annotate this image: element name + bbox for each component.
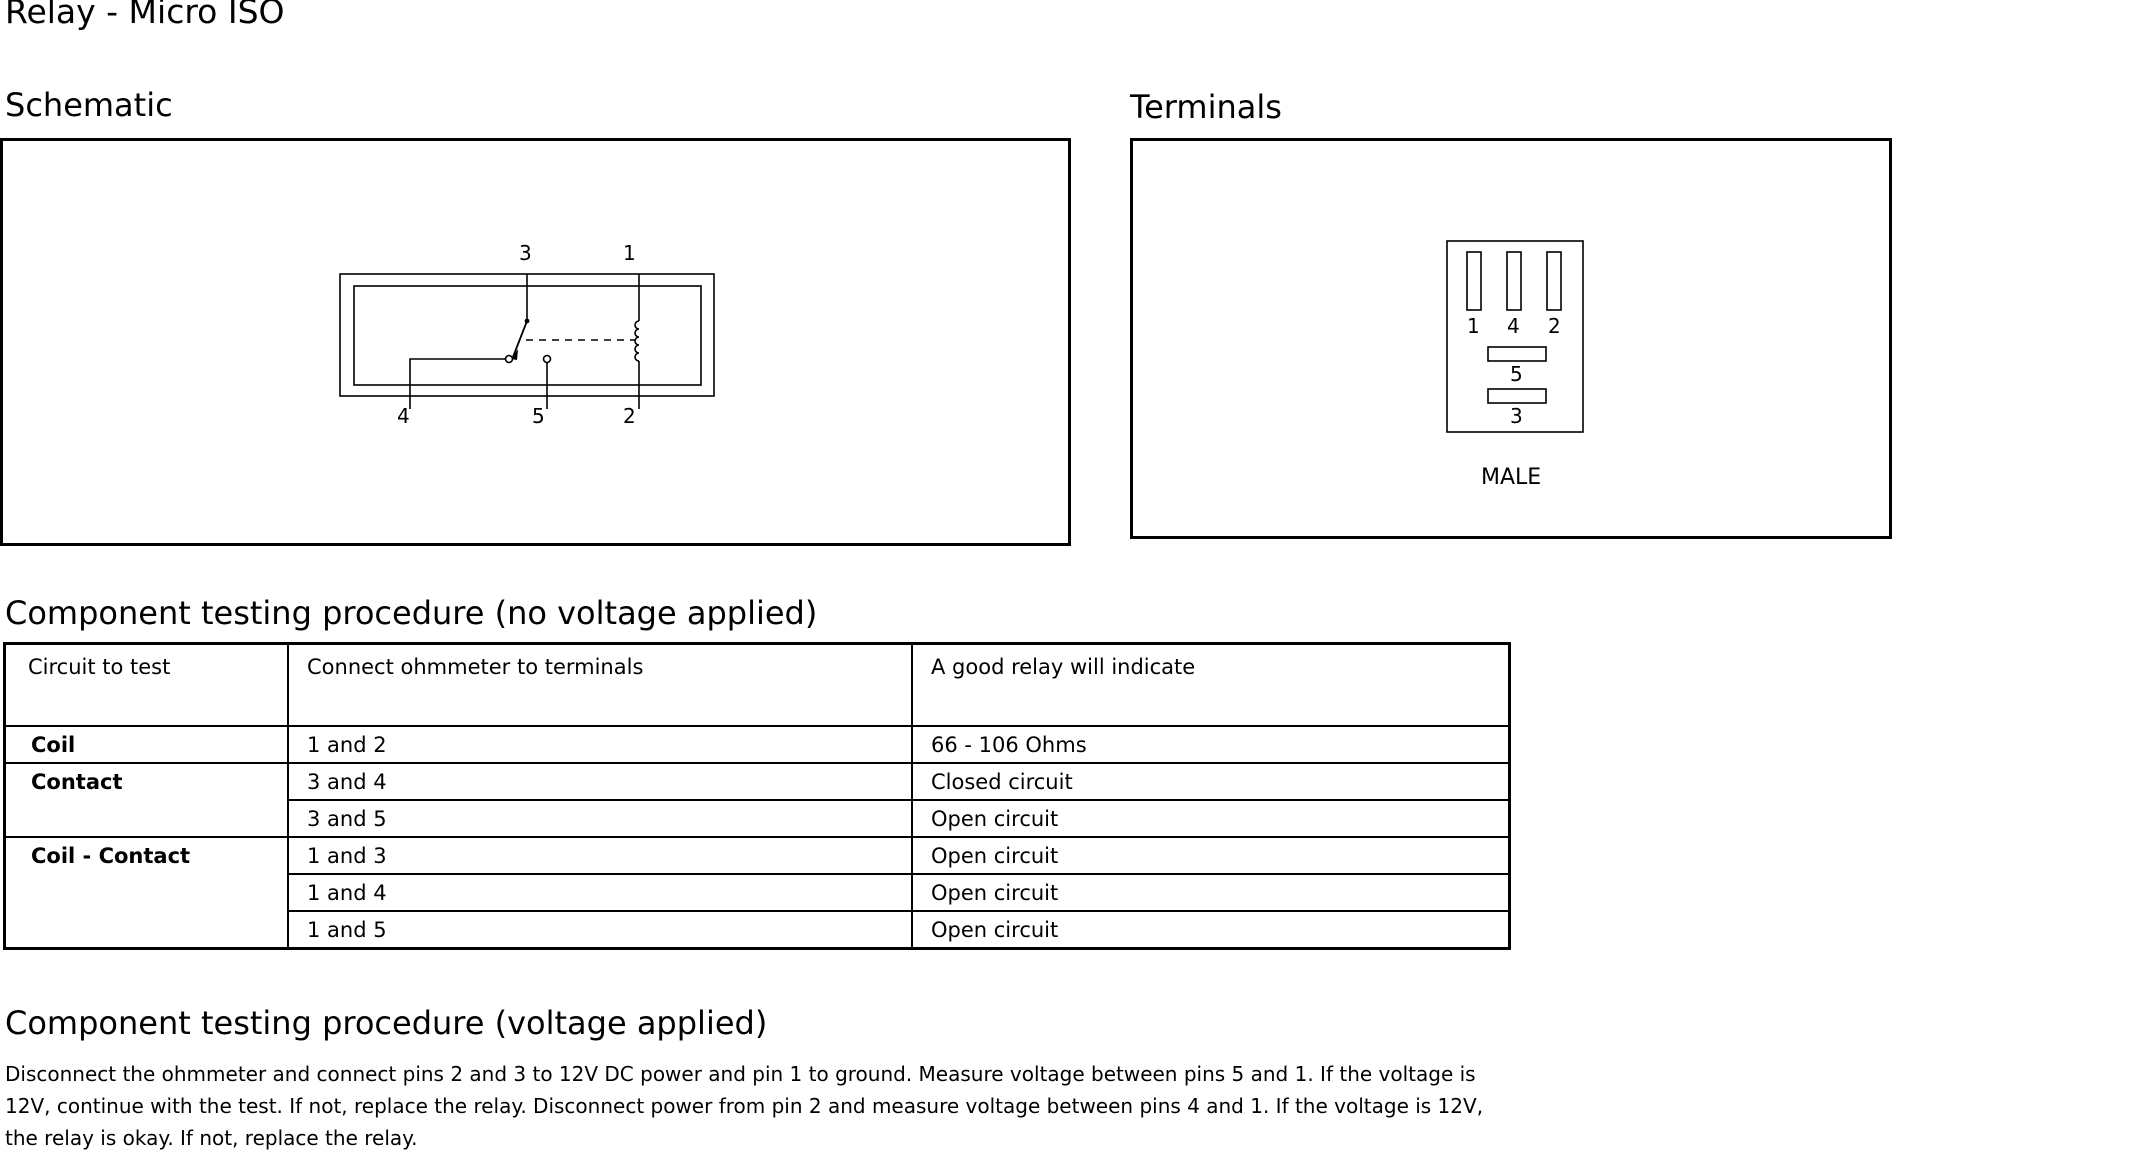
table-row: 1 and 5 Open circuit — [3, 910, 1511, 950]
table-row: 1 and 4 Open circuit — [3, 873, 1511, 912]
cell-result: Open circuit — [911, 910, 1511, 950]
terminal-label-4: 4 — [1507, 314, 1520, 338]
terminal-label-1: 1 — [1467, 314, 1480, 338]
procedure-line: 12V, continue with the test. If not, rep… — [5, 1094, 1484, 1118]
no-voltage-test-table: Circuit to test Connect ohmmeter to term… — [3, 642, 1511, 950]
cell-result: Open circuit — [911, 836, 1511, 875]
terminal-label-3: 3 — [1510, 404, 1523, 428]
group-contact: Contact — [3, 762, 289, 800]
coil-winding — [634, 320, 640, 362]
terminal-3 — [1487, 388, 1547, 404]
voltage-procedure-text: Disconnect the ohmmeter and connect pins… — [5, 1058, 2127, 1154]
pin-label-4: 4 — [397, 404, 410, 428]
terminal-5 — [1487, 346, 1547, 362]
column-header-result: A good relay will indicate — [911, 642, 1511, 727]
page-title: Relay - Micro ISO — [5, 0, 285, 31]
voltage-heading: Component testing procedure (voltage app… — [5, 1004, 768, 1042]
terminals-panel: 1 4 2 5 3 MALE — [1130, 138, 1892, 539]
terminal-1 — [1466, 251, 1482, 311]
connector-type-label: MALE — [1481, 465, 1541, 490]
procedure-line: the relay is okay. If not, replace the r… — [5, 1126, 418, 1150]
cell-terminals: 1 and 3 — [287, 836, 913, 875]
terminal-4 — [1506, 251, 1522, 311]
cell-terminals: 1 and 5 — [287, 910, 913, 950]
column-header-terminals: Connect ohmmeter to terminals — [287, 642, 913, 727]
terminal-label-2: 2 — [1548, 314, 1561, 338]
procedure-line: Disconnect the ohmmeter and connect pins… — [5, 1062, 1476, 1086]
group-coil: Coil — [3, 725, 289, 764]
cell-terminals: 3 and 4 — [287, 762, 913, 801]
relay-terminal-diagram: 1 4 2 5 3 MALE — [1446, 240, 1584, 490]
schematic-heading: Schematic — [5, 86, 173, 124]
table-row: Contact 3 and 4 Closed circuit — [3, 762, 1511, 801]
pin-4-lead — [409, 358, 505, 409]
connector-body — [1446, 240, 1584, 433]
group-contact-continued — [3, 800, 289, 838]
cell-result: Closed circuit — [911, 762, 1511, 801]
table-row: 3 and 5 Open circuit — [3, 799, 1511, 838]
cell-result: 66 - 106 Ohms — [911, 725, 1511, 764]
table-row: Coil 1 and 2 66 - 106 Ohms — [3, 725, 1511, 764]
group-coil-contact-continued — [3, 911, 289, 950]
pin-label-3: 3 — [519, 241, 532, 265]
cell-terminals: 1 and 2 — [287, 725, 913, 764]
terminals-heading: Terminals — [1130, 88, 1282, 126]
cell-result: Open circuit — [911, 873, 1511, 912]
column-header-circuit: Circuit to test — [3, 642, 289, 727]
cell-result: Open circuit — [911, 799, 1511, 838]
nc-contact — [504, 354, 514, 364]
table-header-row: Circuit to test Connect ohmmeter to term… — [3, 642, 1511, 727]
no-voltage-heading: Component testing procedure (no voltage … — [5, 594, 818, 632]
pin-label-1: 1 — [623, 241, 636, 265]
cell-terminals: 3 and 5 — [287, 799, 913, 838]
group-coil-contact-continued — [3, 874, 289, 911]
group-coil-contact: Coil - Contact — [3, 836, 289, 874]
cell-terminals: 1 and 4 — [287, 873, 913, 912]
no-contact — [542, 354, 552, 364]
pin-label-5: 5 — [532, 404, 545, 428]
table-row: Coil - Contact 1 and 3 Open circuit — [3, 836, 1511, 875]
terminal-2 — [1546, 251, 1562, 311]
schematic-panel: 3 1 4 5 2 — [0, 138, 1071, 546]
terminal-label-5: 5 — [1510, 362, 1523, 386]
switch-arm — [512, 320, 528, 358]
relay-schematic-diagram: 3 1 4 5 2 — [339, 241, 715, 428]
pin-label-2: 2 — [623, 404, 636, 428]
